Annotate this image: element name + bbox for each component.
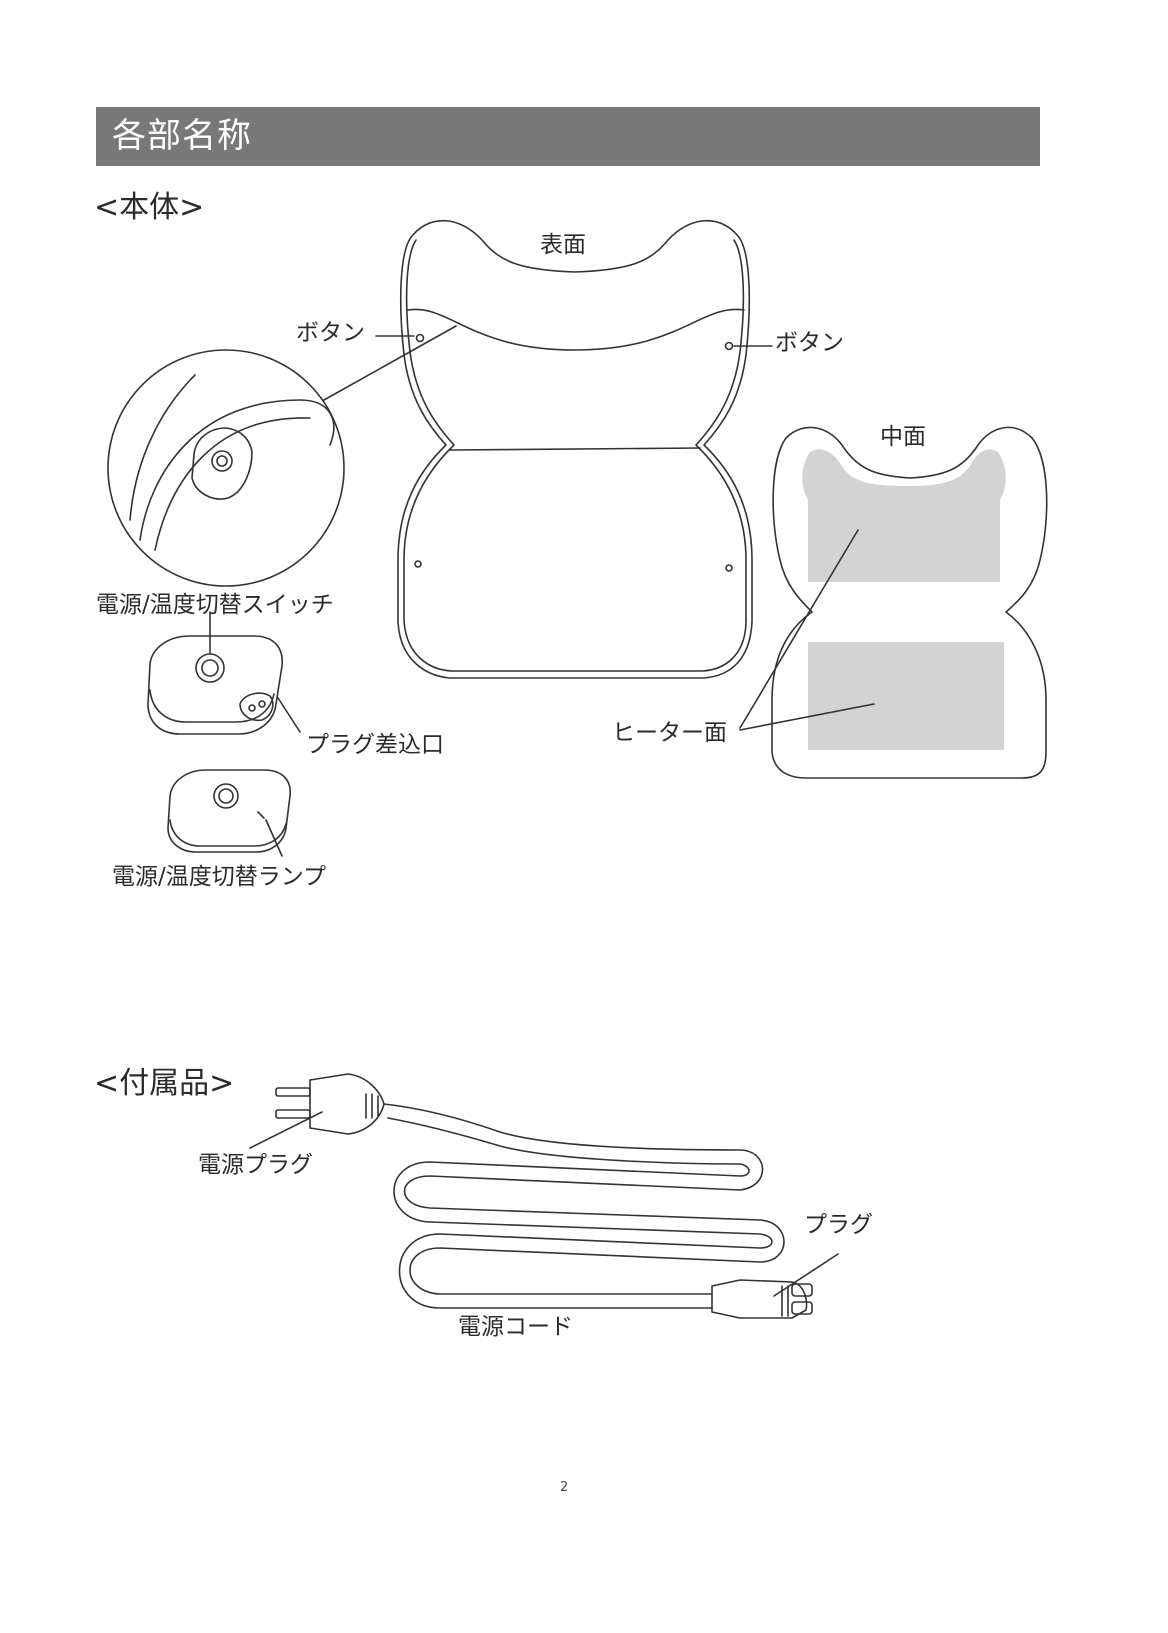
zoom-circle <box>108 350 344 586</box>
front-pad-flap-seam <box>408 309 744 350</box>
inner-pad-illustration <box>740 427 1047 778</box>
controller-lamp-illustration <box>168 770 290 856</box>
snap-right <box>726 565 732 571</box>
front-pad-inner-outline <box>404 240 746 671</box>
button-right-dot <box>726 343 733 350</box>
front-pad-illustration <box>398 221 752 678</box>
zoom-controller-body <box>192 428 252 499</box>
heater-area-upper <box>802 449 1006 582</box>
button-left-dot <box>417 335 424 342</box>
front-pad-waist-seam <box>450 448 700 450</box>
snap-left <box>415 561 421 567</box>
heater-area-lower <box>808 642 1004 750</box>
power-cord-illustration <box>250 1074 838 1318</box>
controller-switch-illustration <box>148 612 300 734</box>
